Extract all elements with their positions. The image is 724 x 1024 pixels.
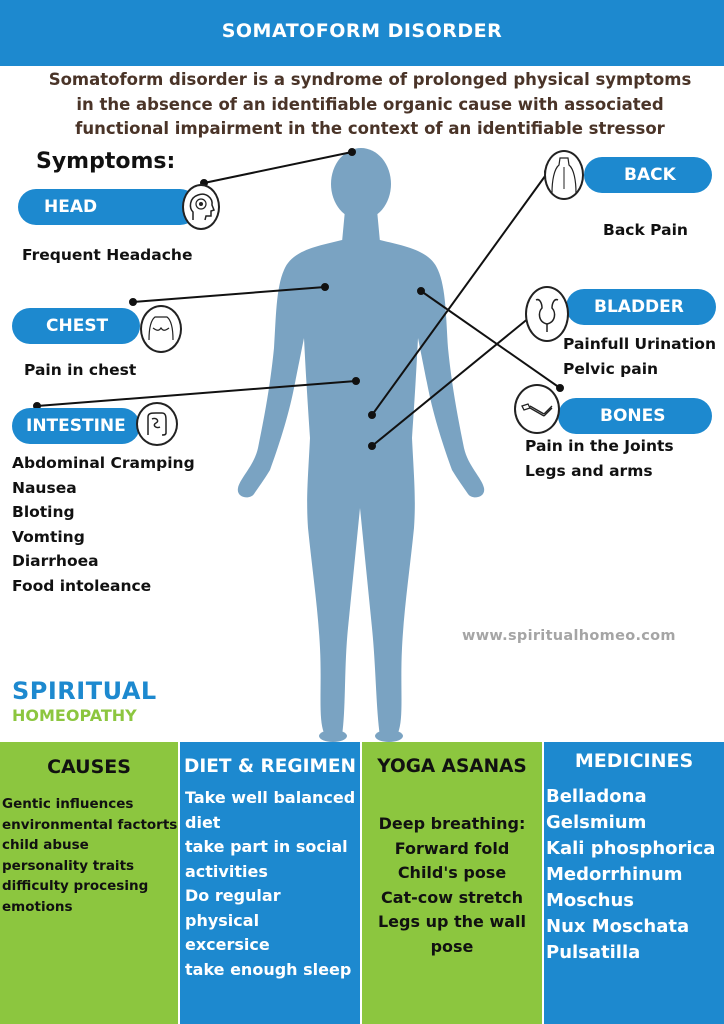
list-item: activities xyxy=(185,861,268,881)
list-item: personality traits xyxy=(2,857,135,874)
list-item: Medorrhinum xyxy=(546,864,683,885)
list-item: emotions xyxy=(2,898,73,915)
symptom-item: Frequent Headache xyxy=(22,246,193,264)
diet-title: DIET & REGIMEN xyxy=(184,756,356,777)
back-label: BACK xyxy=(624,165,676,185)
symptom-item: Pain in chest xyxy=(24,361,137,379)
intestine-label: INTESTINE xyxy=(26,416,126,436)
intestine-label-pill: INTESTINE xyxy=(12,408,140,444)
intestine-symptom-list: Abdominal Cramping Nausea Bloting Vomtin… xyxy=(12,451,195,598)
bladder-label: BLADDER xyxy=(594,297,684,317)
list-item: take part in social xyxy=(185,837,348,856)
list-item: excersice xyxy=(185,935,270,954)
symptom-item: Nausea xyxy=(12,478,77,497)
list-item: pose xyxy=(430,936,474,956)
brand-logo-line1: SPIRITUAL xyxy=(12,677,157,705)
medicines-column: MEDICINES Belladona Gelsmium Kali phosph… xyxy=(544,742,724,1024)
list-item: Forward fold xyxy=(394,838,510,858)
list-item: Kali phosphorica xyxy=(546,838,716,859)
intestine-icon xyxy=(136,402,178,446)
chest-label-pill: CHEST xyxy=(12,308,140,344)
yoga-list: Deep breathing: Forward fold Child's pos… xyxy=(362,812,542,959)
causes-title: CAUSES xyxy=(47,756,131,778)
back-label-pill: BACK xyxy=(584,157,712,193)
causes-column: CAUSES Gentic influences environmental f… xyxy=(0,742,178,1024)
chest-icon xyxy=(140,305,182,353)
symptom-item: Bloting xyxy=(12,503,75,521)
list-item: Belladona xyxy=(546,786,647,807)
diet-column: DIET & REGIMEN Take well balanced diet t… xyxy=(180,742,360,1024)
bones-label-pill: BONES xyxy=(558,398,712,434)
chest-symptom-list: Pain in chest xyxy=(24,358,136,383)
head-label: HEAD xyxy=(44,197,98,217)
website-watermark: www.spiritualhomeo.com xyxy=(462,628,676,644)
yoga-title: YOGA ASANAS xyxy=(377,756,527,777)
intro-line: in the absence of an identifiable organi… xyxy=(76,94,664,114)
bones-label: BONES xyxy=(600,406,666,426)
symptom-item: Painfull Urination xyxy=(563,335,716,353)
human-body-figure xyxy=(237,148,485,742)
head-label-pill: HEAD xyxy=(18,189,198,225)
head-symptom-list: Frequent Headache xyxy=(22,243,192,268)
list-item: Child's pose xyxy=(397,863,507,882)
intro-line: Somatoform disorder is a syndrome of pro… xyxy=(48,70,692,89)
list-item: Gelsmium xyxy=(546,812,647,833)
back-symptom-list: Back Pain xyxy=(603,218,688,243)
symptom-item: Vomting xyxy=(12,527,85,546)
list-item: Take well balanced xyxy=(185,788,356,807)
symptom-item: Pain in the Joints xyxy=(525,437,674,455)
list-item: diet xyxy=(185,812,221,832)
header-bar: SOMATOFORM DISORDER xyxy=(0,0,724,66)
symptom-item: Pelvic pain xyxy=(563,359,659,378)
bladder-symptom-list: Painfull Urination Pelvic pain xyxy=(563,332,716,381)
causes-list: Gentic influences environmental factorts… xyxy=(2,794,177,917)
list-item: difficulty procesing xyxy=(2,878,149,894)
list-item: Gentic influences xyxy=(2,796,134,812)
list-item: Moschus xyxy=(546,890,635,911)
brand-logo-line2: HOMEOPATHY xyxy=(12,706,137,725)
symptom-item: Back Pain xyxy=(603,221,688,239)
medicines-list: Belladona Gelsmium Kali phosphorica Medo… xyxy=(546,784,715,966)
list-item: Pulsatilla xyxy=(546,942,641,963)
bones-symptom-list: Pain in the Joints Legs and arms xyxy=(525,434,674,483)
list-item: Deep breathing: xyxy=(378,814,526,833)
symptoms-heading: Symptoms: xyxy=(36,149,176,174)
symptom-item: Food intoleance xyxy=(12,576,152,595)
list-item: Cat-cow stretch xyxy=(380,887,524,907)
intro-line: functional impairment in the context of … xyxy=(75,119,665,138)
bladder-icon xyxy=(525,286,569,342)
list-item: Do regular physical xyxy=(185,886,281,930)
intro-text: Somatoform disorder is a syndrome of pro… xyxy=(20,68,720,142)
list-item: environmental factorts xyxy=(2,816,178,833)
medicines-title: MEDICINES xyxy=(574,750,694,772)
arm-bones-icon xyxy=(514,384,560,434)
list-item: take enough sleep xyxy=(185,959,352,979)
yoga-column: YOGA ASANAS Deep breathing: Forward fold… xyxy=(362,742,542,1024)
symptom-item: Abdominal Cramping xyxy=(12,454,195,472)
back-icon xyxy=(544,150,584,200)
list-item: Legs up the wall xyxy=(377,912,526,931)
list-item: child abuse xyxy=(2,837,89,853)
symptom-item: Diarrhoea xyxy=(12,552,99,570)
list-item: Nux Moschata xyxy=(546,916,690,937)
symptom-item: Legs and arms xyxy=(525,461,653,480)
chest-label: CHEST xyxy=(46,316,109,336)
diet-list: Take well balanced diet take part in soc… xyxy=(185,786,360,982)
bladder-label-pill: BLADDER xyxy=(566,289,716,325)
head-brain-icon xyxy=(182,184,220,230)
page-title: SOMATOFORM DISORDER xyxy=(221,20,503,42)
